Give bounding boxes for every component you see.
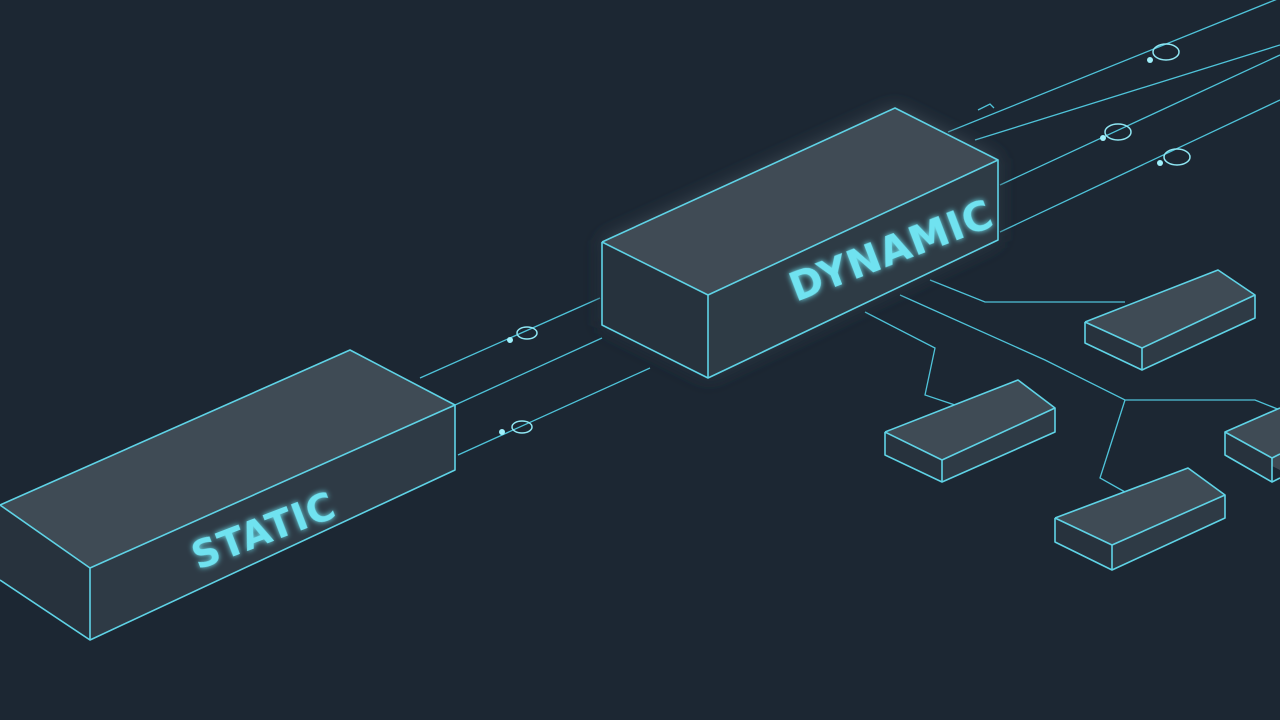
small-block [1224,407,1280,483]
wire-node [507,326,538,343]
small-block [1054,467,1226,571]
outgoing-wires [947,0,1280,233]
small-block [884,379,1056,483]
branch-wire [929,279,1125,303]
wire-node [1147,43,1180,63]
wire [454,337,603,406]
wire [974,44,1280,141]
dynamic-box-edges [601,107,999,379]
wire-node [1100,123,1132,141]
wire [999,99,1280,233]
wire [947,0,1277,133]
dynamic-box-top [602,108,998,295]
wire-tick [977,103,995,111]
static-box-side [90,405,455,640]
wire-node [1157,148,1191,166]
dynamic-box-side [708,160,998,378]
dynamic-box-front [602,242,708,378]
static-box-top [0,350,455,568]
small-block [1084,269,1256,371]
branch-wires [864,279,1280,493]
static-box: STATIC [0,349,456,641]
static-box-edges [0,349,456,641]
connector-wires-static-dynamic [419,297,651,456]
wire [457,367,651,456]
dynamic-box: DYNAMIC [601,107,1000,379]
branch-wire [864,311,956,406]
static-box-front [0,505,90,640]
wire [999,54,1280,186]
wire-node [499,420,533,435]
branch-wire [1099,399,1126,493]
